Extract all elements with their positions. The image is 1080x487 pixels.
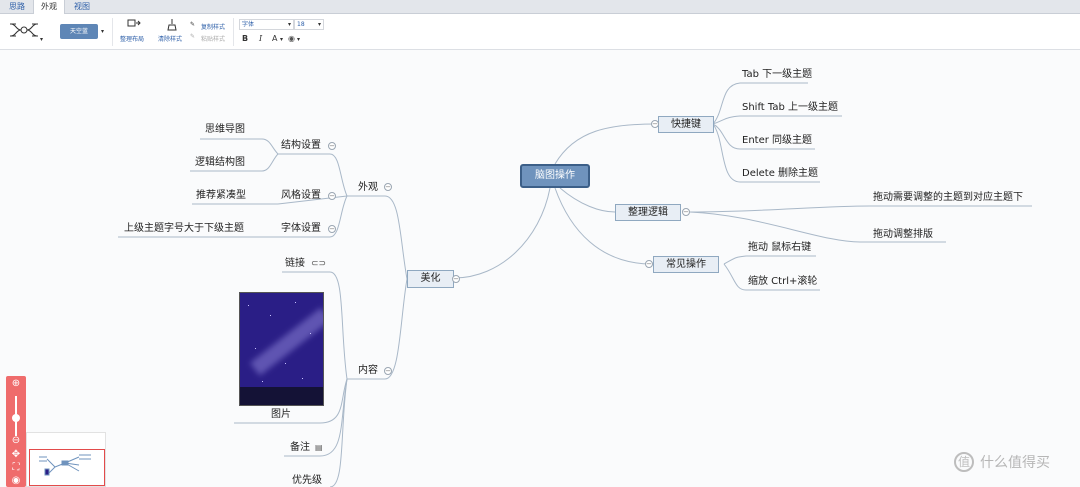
collapse-icon[interactable]: −: [682, 208, 690, 216]
collapse-icon[interactable]: −: [651, 120, 659, 128]
topic-shortcut-item[interactable]: Delete 删除主题: [742, 168, 819, 179]
chevron-down-icon[interactable]: ▾: [297, 36, 301, 43]
fit-view-icon[interactable]: ⛶: [12, 462, 20, 473]
minimap[interactable]: [26, 432, 106, 487]
topic-note[interactable]: 备注: [290, 442, 310, 453]
root-topic[interactable]: 脑图操作: [520, 164, 590, 188]
zoom-in-icon[interactable]: ⊕: [11, 378, 21, 389]
topic-structure-settings[interactable]: 结构设置: [281, 140, 321, 151]
separator: [112, 18, 113, 46]
topic-common-item[interactable]: 拖动 鼠标右键: [748, 242, 812, 253]
topic-content[interactable]: 内容: [358, 365, 378, 376]
minimap-preview: [39, 454, 91, 476]
topic-shortcuts[interactable]: 快捷键: [658, 116, 714, 133]
topic-style-item[interactable]: 推荐紧凑型: [196, 190, 246, 201]
topic-link[interactable]: 链接: [285, 258, 305, 269]
topic-priority[interactable]: 优先级: [292, 475, 322, 486]
zoom-slider-handle[interactable]: [12, 414, 20, 422]
topic-shortcut-item[interactable]: Enter 同级主题: [742, 135, 813, 146]
topic-organize-item[interactable]: 拖动调整排版: [873, 229, 933, 240]
clear-style-button[interactable]: 清除样式: [158, 36, 183, 43]
topic-font-item[interactable]: 上级主题字号大于下级主题: [124, 223, 244, 234]
paint-brush-icon: ✎: [190, 21, 196, 28]
arrange-layout-icon: [127, 19, 141, 27]
collapse-icon[interactable]: −: [384, 183, 392, 191]
chevron-down-icon[interactable]: ▾: [101, 28, 105, 35]
collapse-icon[interactable]: −: [384, 367, 392, 375]
chevron-down-icon: ▾: [287, 21, 291, 28]
topic-structure-item[interactable]: 思维导图: [205, 124, 245, 135]
separator: [233, 18, 234, 46]
topic-image-thumbnail[interactable]: [239, 292, 324, 406]
minimap-viewport[interactable]: [29, 449, 105, 486]
watermark: 什么值得买: [980, 455, 1050, 471]
topic-beautify[interactable]: 美化: [407, 270, 454, 288]
broom-icon: [167, 19, 177, 31]
topic-style-settings[interactable]: 风格设置: [281, 190, 321, 201]
milky-way: [250, 307, 323, 376]
highlight-color-button[interactable]: ◉: [288, 34, 295, 43]
zoom-out-icon[interactable]: ⊖: [11, 435, 21, 446]
note-icon[interactable]: ▤: [315, 443, 323, 452]
topic-font-settings[interactable]: 字体设置: [281, 223, 321, 234]
tab-appearance[interactable]: 外观: [33, 0, 65, 15]
copy-style-button[interactable]: 复制样式: [201, 24, 226, 31]
toolbar: ▾ 天空蓝 ▾ 整理布局 清除样式 ✎ 复制样式 ✎ 粘贴样式 字体 ▾ 18 …: [0, 14, 1080, 50]
topic-organize-item[interactable]: 拖动需要调整的主题到对应主题下: [873, 192, 1023, 203]
collapse-icon[interactable]: −: [452, 275, 460, 283]
font-family-select[interactable]: 字体 ▾: [239, 19, 294, 30]
topic-appearance[interactable]: 外观: [358, 182, 378, 193]
font-color-button[interactable]: A: [272, 34, 278, 43]
move-icon[interactable]: ✥: [11, 449, 21, 460]
topic-common-item[interactable]: 缩放 Ctrl+滚轮: [748, 276, 818, 287]
chevron-down-icon[interactable]: ▾: [280, 36, 284, 43]
tab-view[interactable]: 视图: [74, 2, 90, 11]
paste-style-button[interactable]: 粘贴样式: [201, 36, 226, 43]
city-silhouette: [240, 387, 323, 405]
ribbon-tabs: 思路 外观 视图: [0, 0, 1080, 15]
tab-ideas[interactable]: 思路: [9, 2, 25, 11]
zoom-control: ⊕ ⊖ ✥ ⛶ ◉: [6, 376, 26, 487]
paste-icon: ✎: [190, 33, 196, 40]
arrange-layout-button[interactable]: 整理布局: [120, 36, 145, 43]
link-icon[interactable]: ⊂⊃: [311, 259, 327, 269]
collapse-icon[interactable]: −: [645, 260, 653, 268]
topic-shortcut-item[interactable]: Shift Tab 上一级主题: [742, 102, 839, 113]
chevron-down-icon: ▾: [317, 21, 321, 28]
topic-structure-item[interactable]: 逻辑结构图: [195, 157, 245, 168]
topic-shortcut-item[interactable]: Tab 下一级主题: [742, 69, 813, 80]
topic-organize-logic[interactable]: 整理逻辑: [615, 204, 681, 221]
theme-button[interactable]: 天空蓝: [60, 24, 98, 39]
font-size-select[interactable]: 18 ▾: [294, 19, 324, 30]
site-logo-icon: 值: [954, 452, 974, 472]
collapse-icon[interactable]: −: [328, 142, 336, 150]
topic-common-operations[interactable]: 常见操作: [653, 256, 719, 273]
bold-button[interactable]: B: [242, 34, 249, 43]
italic-button[interactable]: I: [259, 34, 263, 43]
collapse-icon[interactable]: −: [328, 192, 336, 200]
topic-image[interactable]: 图片: [271, 409, 291, 420]
collapse-icon[interactable]: −: [328, 225, 336, 233]
eye-icon[interactable]: ◉: [11, 475, 21, 486]
chevron-down-icon[interactable]: ▾: [40, 36, 44, 43]
layout-structure-icon[interactable]: [8, 19, 40, 41]
